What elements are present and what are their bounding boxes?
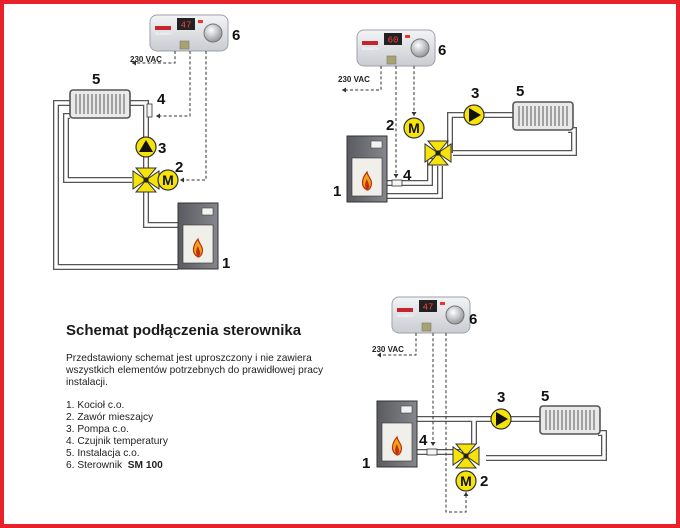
diagram-3-radiator <box>539 405 601 435</box>
legend-item-valve: 2. Zawór mieszajcy <box>66 412 154 423</box>
diagram-3-pump <box>490 408 512 430</box>
diagram-3-power-label: 230 VAC <box>372 345 404 354</box>
diagram-3-label-pump: 3 <box>497 389 505 406</box>
diagram-3-label-radiator: 5 <box>541 388 549 405</box>
diagram-2-sensor <box>391 179 403 187</box>
diagram-2-label-valve: 2 <box>386 117 394 134</box>
diagram-2-motor <box>403 117 425 139</box>
diagram-2-label-radiator: 5 <box>516 83 524 100</box>
diagram-2-label-pump: 3 <box>471 85 479 102</box>
diagram-2-label-controller: 6 <box>438 42 446 59</box>
diagram-1-label-sensor: 4 <box>157 91 166 108</box>
diagram-3-boiler <box>376 400 418 468</box>
diagram-3-sensor <box>426 448 438 456</box>
diagram-2-display-value: 60 <box>388 36 399 46</box>
diagram-3-motor <box>455 470 477 492</box>
legend-title: Schemat podłączenia sterownika <box>66 322 302 339</box>
diagram-2-boiler <box>346 135 388 203</box>
diagram-1-label-radiator: 5 <box>92 71 100 88</box>
diagram-2-brand: SKAMECH <box>362 47 379 51</box>
diagram-2-pump <box>463 104 485 126</box>
diagram-3-label-controller: 6 <box>469 311 477 328</box>
diagram-2-label-sensor: 4 <box>403 167 412 184</box>
legend-item-sensor: 4. Czujnik temperatury <box>66 436 168 447</box>
legend-note: Przedstawiony schemat jest uproszczony i… <box>66 353 324 388</box>
legend-item-controller: 6. Sterownik SM 100 <box>66 460 366 472</box>
diagram-2-label-boiler: 1 <box>333 183 341 200</box>
diagram-1-label-valve: 2 <box>175 159 183 176</box>
diagram-1-display-value: 47 <box>181 21 192 31</box>
diagram-1-power-label: 230 VAC <box>130 55 162 64</box>
legend-list: 1. Kocioł c.o. 2. Zawór mieszajcy 3. Pom… <box>66 400 366 472</box>
diagram-1-label-boiler: 1 <box>222 255 230 272</box>
diagram-1-label-pump: 3 <box>158 140 166 157</box>
diagram-3-label-sensor: 4 <box>419 432 428 449</box>
diagram-1-boiler <box>177 202 219 270</box>
diagram-2-radiator <box>512 101 574 131</box>
legend-item-boiler: 1. Kocioł c.o. <box>66 400 125 411</box>
diagram-1-mixing-valve <box>132 167 160 193</box>
diagram-3-mixing-valve <box>452 443 480 469</box>
diagram-3-wiring <box>377 333 469 513</box>
diagram-2-wiring <box>342 66 417 178</box>
diagram-2-power-label: 230 VAC <box>338 75 370 84</box>
legend-item-controller-model: SM 100 <box>127 460 163 471</box>
diagram-1-pump <box>135 136 157 158</box>
legend-item-installation: 5. Instalacja c.o. <box>66 448 140 459</box>
diagram-1-sensor <box>146 103 153 118</box>
diagram-1-label-controller: 6 <box>232 27 240 44</box>
diagram-1-brand: SKAMECH <box>155 32 172 36</box>
diagram-3-brand: SKAMECH <box>397 314 414 318</box>
diagram-2: 60 SKAMECH 230 VAC 6 5 4 3 2 1 <box>333 29 577 203</box>
diagram-3-display-value: 47 <box>423 303 434 313</box>
legend-item-pump: 3. Pompa c.o. <box>66 424 129 435</box>
legend-item-controller-prefix: 6. Sterownik <box>66 460 123 471</box>
diagram-1-radiator <box>69 89 131 119</box>
diagram-3-label-valve: 2 <box>480 473 488 490</box>
diagram-1: 47 SKAMECH 230 VAC 6 5 4 3 2 1 <box>53 14 240 272</box>
diagram-1-wiring <box>132 51 207 183</box>
diagram-3: 47 SKAMECH 230 VAC 6 5 4 3 2 1 <box>362 296 607 513</box>
legend: Schemat podłączenia sterownika Przedstaw… <box>66 322 366 472</box>
diagram-3-label-boiler: 1 <box>362 455 370 472</box>
